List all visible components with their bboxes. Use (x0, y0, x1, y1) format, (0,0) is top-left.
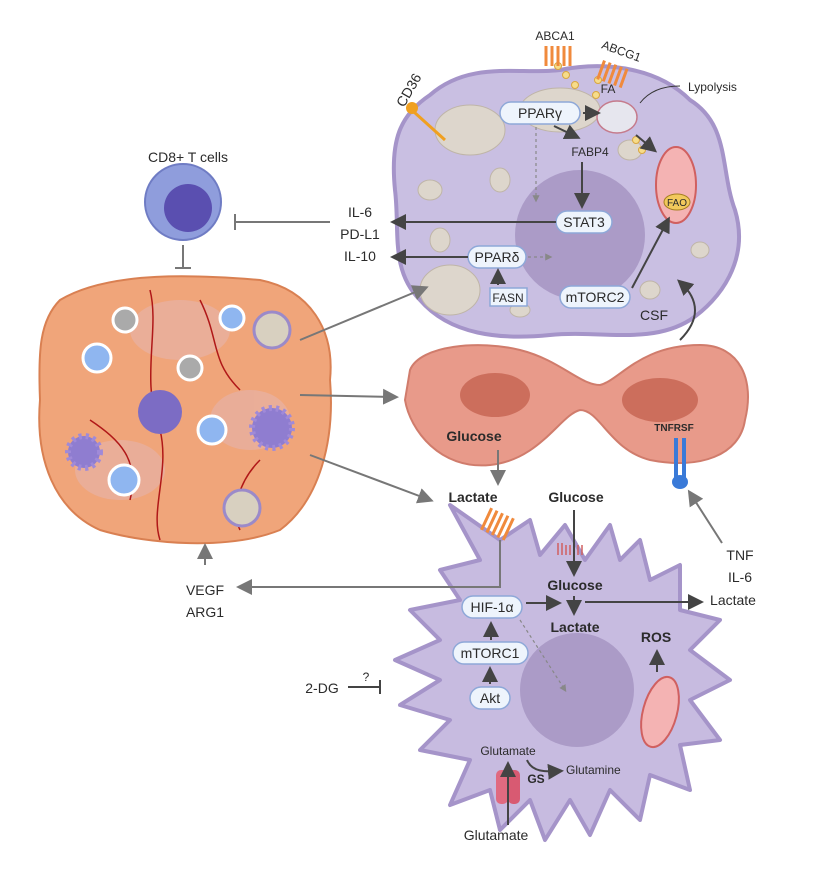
lypolysis-pointer (639, 85, 681, 104)
lactate-top-label: Lactate (448, 489, 497, 505)
mtorc1-label: mTORC1 (461, 645, 520, 661)
hif1a-box (461, 595, 523, 619)
stat3-label: STAT3 (563, 214, 605, 230)
csf-arrow (677, 279, 696, 341)
gs-label: GS (527, 772, 544, 786)
tnfrsf-label: TNFRSF (654, 423, 693, 434)
abca1-transporter-icon (544, 46, 572, 66)
il6-label: IL-6 (348, 204, 372, 220)
cd8-tcell-icon (144, 163, 222, 241)
fasn-box (489, 287, 528, 307)
glutamate-inner-label: Glutamate (480, 744, 536, 758)
il6-right-label: IL-6 (728, 569, 752, 585)
abcg1-transporter-icon (596, 60, 629, 89)
macrophage-nucleus (515, 170, 645, 300)
dendritic-cell (393, 503, 732, 842)
lipid-droplet-lypolysis (596, 100, 638, 134)
abcg1-label: ABCG1 (600, 38, 643, 65)
lactate-right-label: Lactate (710, 592, 756, 608)
ros-label: ROS (641, 629, 671, 645)
tnf-label: TNF (726, 547, 753, 563)
fibroblast-cell (403, 343, 749, 467)
secreted-left-list: IL-6 PD-L1 IL-10 (340, 204, 380, 264)
fibroblast-glucose-label: Glucose (446, 428, 501, 444)
tumor-outputs-list: VEGF ARG1 (186, 582, 224, 620)
glutamate-bottom-label: Glutamate (464, 827, 529, 843)
fao-label: FAO (667, 198, 687, 209)
vegf-label: VEGF (186, 582, 224, 598)
mitochondrion-icon (655, 146, 697, 224)
akt-label: Akt (480, 690, 500, 706)
glutamine-label: Glutamine (566, 763, 621, 777)
arg1-label: ARG1 (186, 604, 224, 620)
fa-label: FA (601, 82, 616, 96)
akt-box (469, 686, 511, 710)
pdl1-label: PD-L1 (340, 226, 380, 242)
il10-label: IL-10 (344, 248, 376, 264)
lypolysis-label: Lypolysis (688, 80, 737, 94)
tnfrsf-receptor-icon (672, 438, 688, 489)
glucose-top-label: Glucose (548, 489, 603, 505)
abca1-label: ABCA1 (535, 29, 575, 43)
mtorc2-label: mTORC2 (566, 289, 625, 305)
cd36-receptor-icon (406, 102, 447, 142)
ppar-delta-label: PPARδ (475, 249, 520, 265)
tcell-label: CD8+ T cells (148, 149, 228, 165)
mtorc1-box (452, 641, 529, 665)
2dg-label: 2-DG (305, 680, 338, 696)
mitochondrion-icon (640, 675, 680, 749)
mtorc2-box (559, 285, 631, 309)
ppar-gamma-label: PPARγ (518, 105, 562, 121)
lactate-inner-label: Lactate (550, 619, 599, 635)
question-mark-label: ? (363, 670, 370, 684)
secreted-right-list: TNF IL-6 Lactate (710, 547, 756, 608)
macrophage-cell: FAO ABCA1 ABCG1 CD36 FA Lypolysis PPARγ … (390, 29, 741, 339)
fasn-label: FASN (492, 291, 523, 305)
tumor-microenvironment (38, 275, 332, 545)
lactate-receptor-icon (480, 507, 515, 541)
glutamate-transporter-icon (496, 770, 520, 804)
hif1a-label: HIF-1α (470, 599, 513, 615)
ppar-gamma-box (499, 101, 581, 125)
glucose-inner-label: Glucose (547, 577, 602, 593)
csf-label: CSF (640, 307, 668, 323)
fabp4-label: FABP4 (571, 145, 609, 159)
